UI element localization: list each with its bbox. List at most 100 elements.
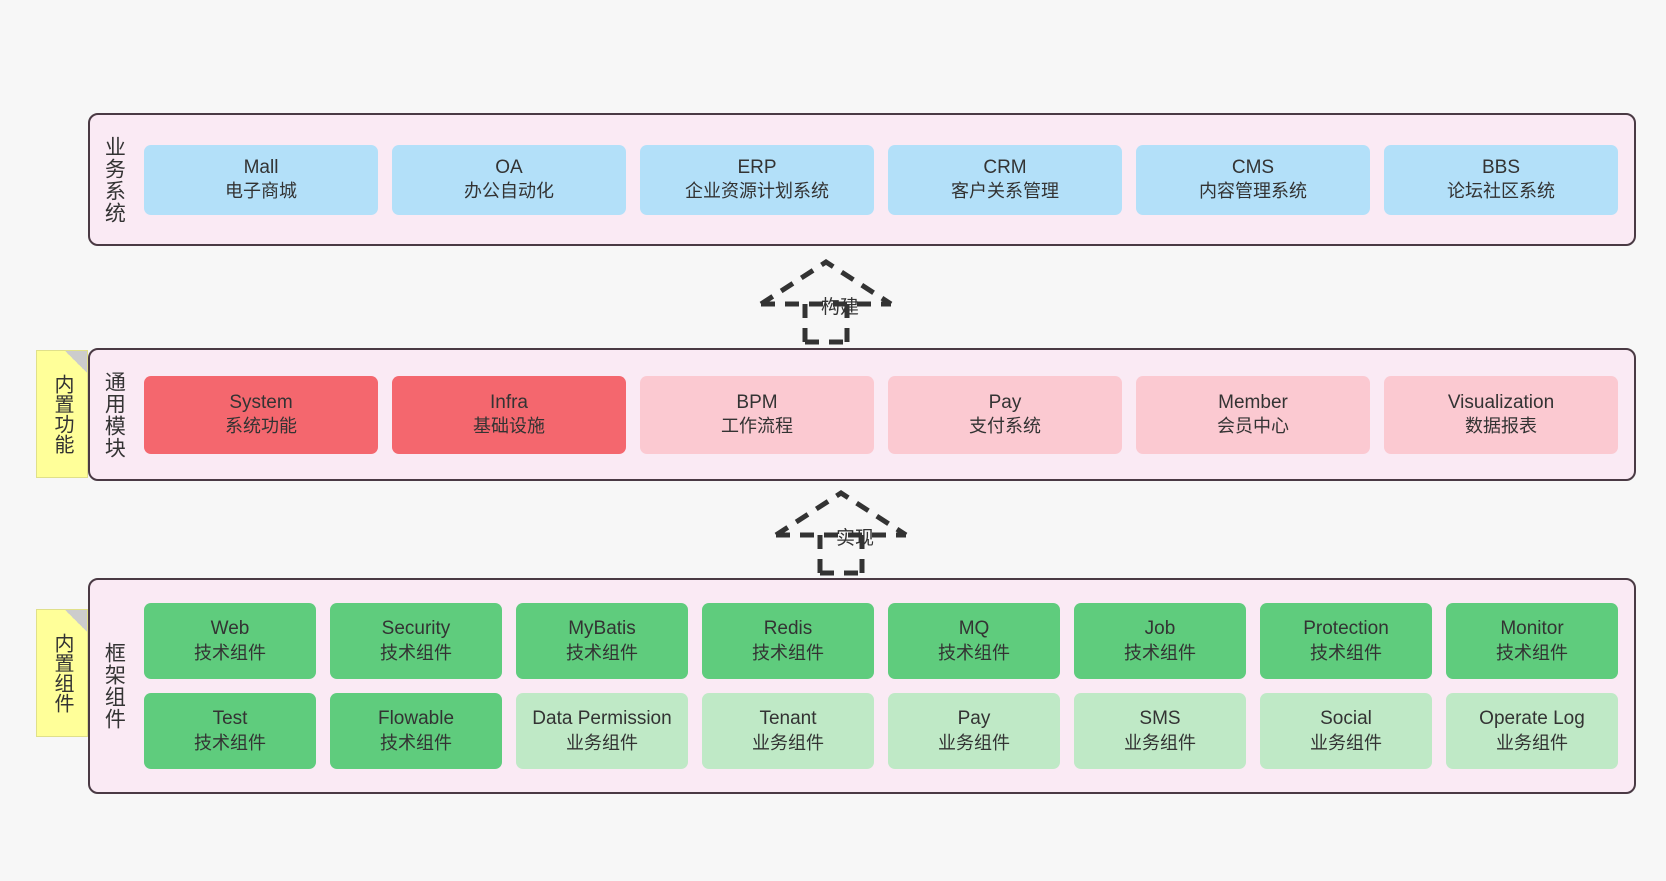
business-row: Mall 电子商城 OA 办公自动化 ERP 企业资源计划系统 CRM 客户关系… [144, 144, 1618, 215]
module-cell-system[interactable]: System 系统功能 [144, 375, 378, 454]
component-cell-redis[interactable]: Redis 技术组件 [702, 603, 874, 679]
cell-name: BPM [736, 391, 778, 413]
component-cell-mybatis[interactable]: MyBatis 技术组件 [516, 603, 688, 679]
cell-name: Redis [763, 618, 813, 640]
cell-subtitle: 技术组件 [1310, 642, 1382, 663]
layer-title-common-module: 通用模块 [102, 370, 126, 459]
connector-realize-label: 实现 [836, 528, 875, 549]
component-cell-web[interactable]: Web 技术组件 [144, 603, 316, 679]
connector-build-label: 构建 [821, 297, 860, 318]
business-cell-crm[interactable]: CRM 客户关系管理 [888, 144, 1122, 215]
common-row: System 系统功能 Infra 基础设施 BPM 工作流程 Pay 支付系统… [144, 375, 1618, 454]
cell-subtitle: 系统功能 [225, 416, 297, 437]
cell-subtitle: 电子商城 [225, 181, 297, 202]
layer-title-framework-component: 框架组件 [102, 642, 126, 730]
cell-name: Pay [988, 391, 1022, 413]
business-cell-erp[interactable]: ERP 企业资源计划系统 [640, 144, 874, 215]
connector-realize: 实现 [770, 487, 930, 577]
cell-name: Web [210, 618, 250, 640]
cell-subtitle: 业务组件 [1310, 732, 1382, 753]
cell-subtitle: 技术组件 [194, 642, 266, 663]
cell-subtitle: 技术组件 [752, 642, 824, 663]
component-cell-monitor[interactable]: Monitor 技术组件 [1446, 603, 1618, 679]
cell-subtitle: 数据报表 [1465, 416, 1537, 437]
layer-framework-component: 框架组件 Web 技术组件 Security 技术组件 MyBatis 技术组件… [88, 578, 1636, 794]
sticky-fold-icon [65, 351, 87, 373]
sticky-note-builtin-features: 内置功能 [36, 350, 88, 478]
cell-subtitle: 业务组件 [752, 732, 824, 753]
framework-cells-container: Web 技术组件 Security 技术组件 MyBatis 技术组件 Redi… [136, 580, 1634, 792]
cell-subtitle: 内容管理系统 [1199, 181, 1307, 202]
cell-subtitle: 业务组件 [938, 732, 1010, 753]
cell-subtitle: 客户关系管理 [951, 181, 1059, 202]
component-cell-job[interactable]: Job 技术组件 [1074, 603, 1246, 679]
cell-name: Mall [243, 156, 279, 178]
business-cell-bbs[interactable]: BBS 论坛社区系统 [1384, 144, 1618, 215]
component-cell-mq[interactable]: MQ 技术组件 [888, 603, 1060, 679]
component-cell-sms[interactable]: SMS 业务组件 [1074, 693, 1246, 769]
component-cell-security[interactable]: Security 技术组件 [330, 603, 502, 679]
business-cell-cms[interactable]: CMS 内容管理系统 [1136, 144, 1370, 215]
framework-row-business: Test 技术组件 Flowable 技术组件 Data Permission … [144, 693, 1618, 769]
cell-name: ERP [737, 156, 777, 178]
component-cell-test[interactable]: Test 技术组件 [144, 693, 316, 769]
cell-name: Security [381, 618, 451, 640]
connector-build: 构建 [755, 256, 915, 346]
cell-subtitle: 技术组件 [194, 732, 266, 753]
cell-name: OA [495, 156, 523, 178]
component-cell-flowable[interactable]: Flowable 技术组件 [330, 693, 502, 769]
component-cell-data-permission[interactable]: Data Permission 业务组件 [516, 693, 688, 769]
cell-subtitle: 技术组件 [938, 642, 1010, 663]
cell-name: CRM [983, 156, 1027, 178]
cell-subtitle: 技术组件 [1496, 642, 1568, 663]
cell-name: Visualization [1447, 391, 1555, 413]
sticky-note-label: 内置组件 [51, 633, 73, 713]
cell-subtitle: 办公自动化 [464, 181, 554, 202]
layer-title-business-system: 业务系统 [102, 135, 126, 224]
cell-name: Job [1144, 618, 1176, 640]
business-cell-oa[interactable]: OA 办公自动化 [392, 144, 626, 215]
component-cell-operate-log[interactable]: Operate Log 业务组件 [1446, 693, 1618, 769]
cell-subtitle: 技术组件 [380, 732, 452, 753]
cell-name: Protection [1303, 618, 1389, 640]
cell-name: Pay [957, 708, 991, 730]
cell-subtitle: 支付系统 [969, 416, 1041, 437]
cell-name: Test [212, 708, 248, 730]
cell-name: Operate Log [1479, 708, 1585, 730]
framework-row-tech: Web 技术组件 Security 技术组件 MyBatis 技术组件 Redi… [144, 603, 1618, 679]
common-cells-container: System 系统功能 Infra 基础设施 BPM 工作流程 Pay 支付系统… [136, 350, 1634, 479]
cell-subtitle: 论坛社区系统 [1447, 181, 1555, 202]
cell-name: BBS [1481, 156, 1521, 178]
cell-subtitle: 业务组件 [1124, 732, 1196, 753]
cell-name: System [229, 391, 293, 413]
cell-name: Member [1218, 391, 1288, 413]
cell-name: Data Permission [532, 708, 672, 730]
component-cell-tenant[interactable]: Tenant 业务组件 [702, 693, 874, 769]
component-cell-social[interactable]: Social 业务组件 [1260, 693, 1432, 769]
business-cells-container: Mall 电子商城 OA 办公自动化 ERP 企业资源计划系统 CRM 客户关系… [136, 115, 1634, 244]
module-cell-infra[interactable]: Infra 基础设施 [392, 375, 626, 454]
cell-subtitle: 业务组件 [566, 732, 638, 753]
module-cell-member[interactable]: Member 会员中心 [1136, 375, 1370, 454]
module-cell-bpm[interactable]: BPM 工作流程 [640, 375, 874, 454]
cell-name: Tenant [759, 708, 817, 730]
cell-name: Monitor [1500, 618, 1564, 640]
cell-name: Social [1320, 708, 1372, 730]
cell-subtitle: 业务组件 [1496, 732, 1568, 753]
cell-name: MyBatis [568, 618, 636, 640]
cell-name: SMS [1139, 708, 1181, 730]
sticky-note-label: 内置功能 [51, 374, 73, 454]
cell-subtitle: 技术组件 [1124, 642, 1196, 663]
component-cell-protection[interactable]: Protection 技术组件 [1260, 603, 1432, 679]
component-cell-pay[interactable]: Pay 业务组件 [888, 693, 1060, 769]
business-cell-mall[interactable]: Mall 电子商城 [144, 144, 378, 215]
cell-subtitle: 工作流程 [721, 416, 793, 437]
cell-subtitle: 技术组件 [380, 642, 452, 663]
cell-subtitle: 基础设施 [473, 416, 545, 437]
module-cell-visualization[interactable]: Visualization 数据报表 [1384, 375, 1618, 454]
module-cell-pay[interactable]: Pay 支付系统 [888, 375, 1122, 454]
cell-name: CMS [1231, 156, 1275, 178]
sticky-fold-icon [65, 610, 87, 632]
cell-name: Infra [489, 391, 529, 413]
layer-common-module: 通用模块 System 系统功能 Infra 基础设施 BPM 工作流程 Pay… [88, 348, 1636, 481]
